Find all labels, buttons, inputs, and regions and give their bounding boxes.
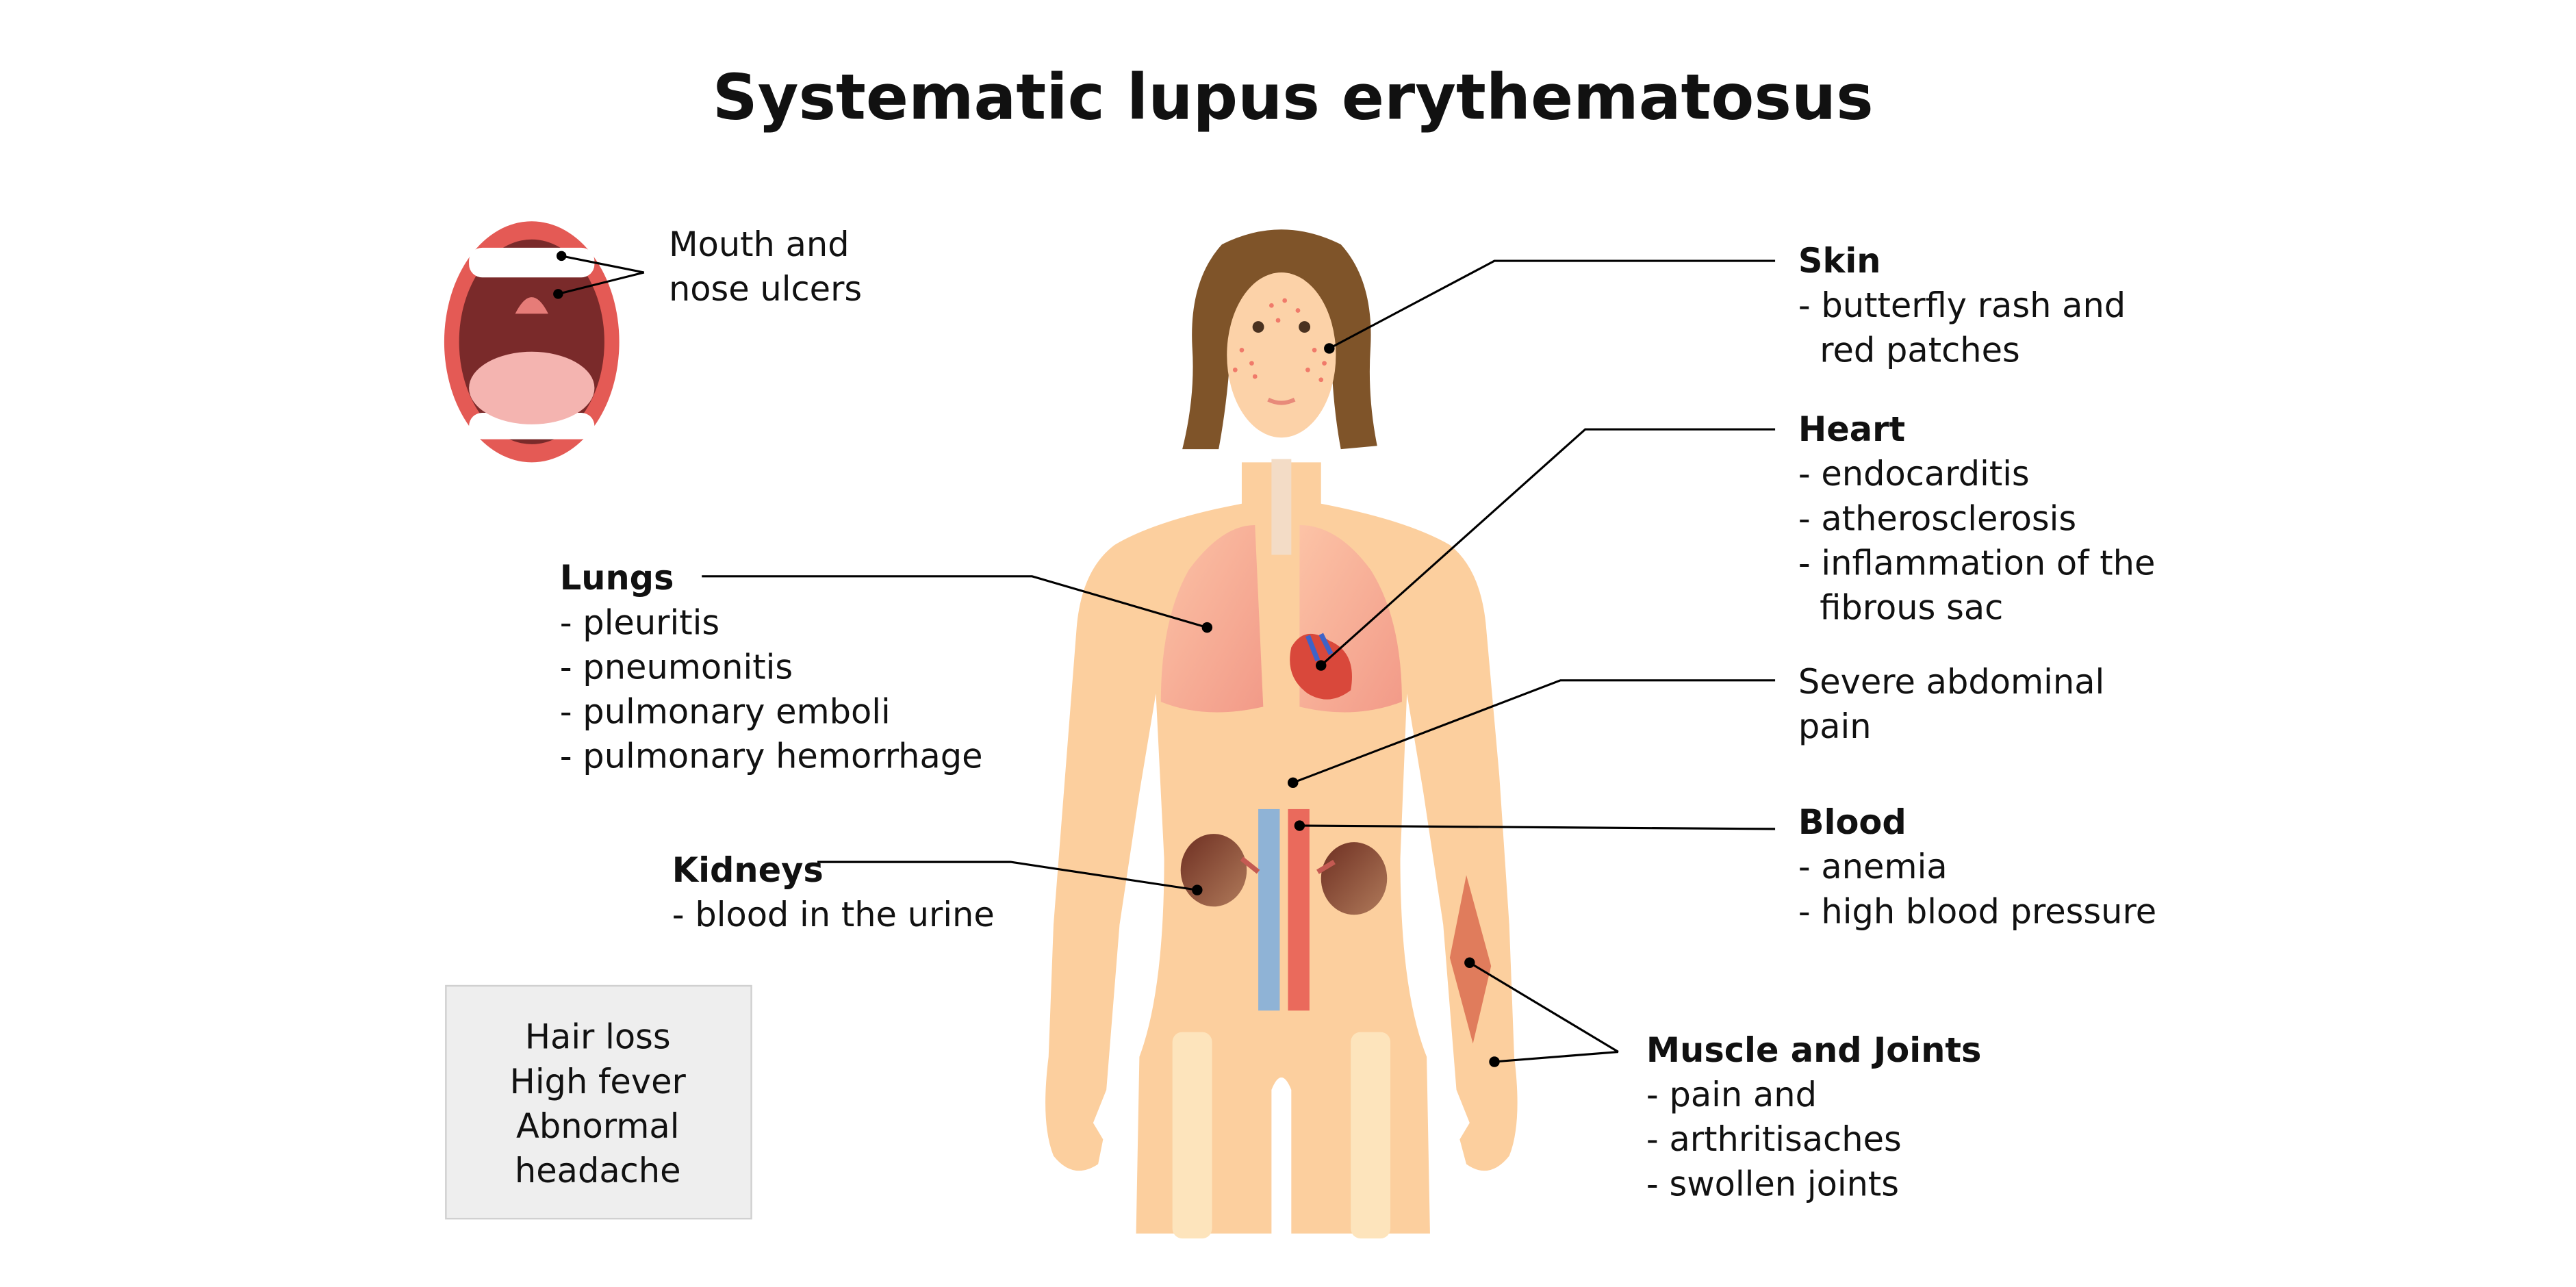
label-lungs: Lungs - pleuritis - pneumonitis - pulmon… — [560, 558, 983, 776]
label-line: - butterfly rash and — [1798, 285, 2126, 325]
label-mouth: Mouth and nose ulcers — [669, 225, 862, 309]
label-line: - endocarditis — [1798, 454, 2030, 494]
label-line: pain — [1798, 706, 1872, 746]
mouth-lips — [1267, 397, 1296, 405]
label-heading: Blood — [1798, 802, 1907, 842]
label-kidneys: Kidneys - blood in the urine — [672, 850, 995, 934]
eye-left — [1252, 321, 1264, 333]
label-heading: Muscle and Joints — [1646, 1030, 1982, 1070]
diagram-title: Systematic lupus erythematosus — [713, 61, 1874, 134]
eye-right — [1299, 321, 1311, 333]
trachea — [1271, 459, 1292, 555]
mouth-illustration — [444, 221, 620, 463]
label-line: - swollen joints — [1646, 1164, 1899, 1203]
label-line: nose ulcers — [669, 269, 862, 309]
other-symptoms-box: Hair loss High fever Abnormal headache — [445, 984, 752, 1220]
body-figure — [1045, 229, 1518, 1239]
label-line: - inflammation of the — [1798, 543, 2156, 583]
vena-cava — [1258, 808, 1280, 1011]
face — [1227, 272, 1336, 438]
label-heading: Skin — [1798, 241, 1881, 281]
label-line: - pulmonary hemorrhage — [560, 737, 983, 776]
label-line: Severe abdominal — [1798, 662, 2104, 702]
femur-left — [1172, 1032, 1212, 1239]
symptom-item: High fever — [510, 1062, 687, 1101]
hair — [1182, 229, 1377, 450]
symptom-item: Hair loss — [525, 1017, 671, 1057]
body-silhouette — [1045, 462, 1518, 1234]
label-heading: Kidneys — [672, 850, 824, 890]
symptom-item: Abnormal — [516, 1106, 679, 1146]
lung-left — [1160, 525, 1264, 713]
label-heading: Lungs — [560, 558, 674, 598]
label-line: - pain and — [1646, 1075, 1817, 1114]
tongue — [469, 351, 595, 424]
femur-right — [1351, 1032, 1391, 1239]
label-line: - pulmonary emboli — [560, 692, 891, 732]
renal-vessels — [1240, 856, 1336, 874]
label-line: red patches — [1798, 330, 2020, 370]
upper-teeth — [469, 247, 595, 278]
label-line: - atherosclerosis — [1798, 498, 2076, 538]
label-line: - high blood pressure — [1798, 891, 2156, 931]
label-heart: Heart - endocarditis - atherosclerosis -… — [1798, 409, 2156, 628]
butterfly-rash — [1232, 298, 1327, 383]
symptom-item: headache — [515, 1151, 681, 1190]
uvula — [515, 297, 548, 314]
label-line: Mouth and — [669, 225, 850, 264]
kidney-left — [1180, 834, 1247, 907]
label-abdomen: Severe abdominal pain — [1798, 662, 2104, 746]
label-skin: Skin - butterfly rash and red patches — [1798, 241, 2126, 370]
label-muscle-joints: Muscle and Joints - pain and - arthritis… — [1646, 1030, 1982, 1203]
kidney-right — [1321, 842, 1388, 915]
label-line: - anemia — [1798, 847, 1948, 887]
label-line: - pleuritis — [560, 602, 719, 642]
leader-lines — [553, 251, 1776, 1067]
label-heading: Heart — [1798, 409, 1905, 449]
label-line: - pneumonitis — [560, 647, 793, 687]
heart-vessels — [1305, 633, 1334, 662]
label-line: - arthritisaches — [1646, 1119, 1902, 1159]
label-blood: Blood - anemia - high blood pressure — [1798, 802, 2156, 931]
label-line: fibrous sac — [1798, 588, 2003, 628]
label-line: - blood in the urine — [672, 895, 995, 934]
aorta — [1288, 808, 1310, 1011]
